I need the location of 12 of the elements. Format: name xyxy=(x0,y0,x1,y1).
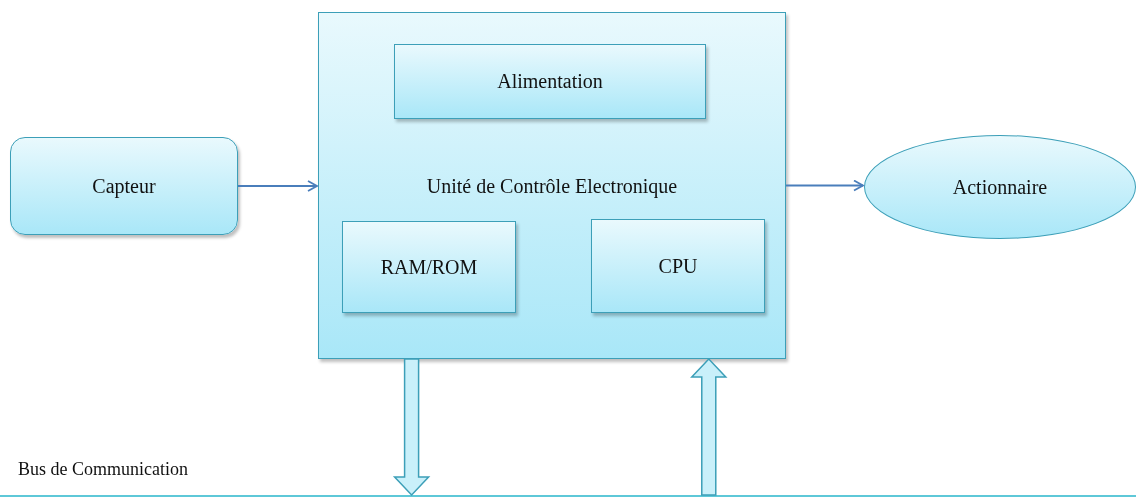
arrow xyxy=(785,179,864,192)
module-box: RAM/ROM xyxy=(342,221,516,313)
block-arrow xyxy=(392,358,431,497)
module-box: Alimentation xyxy=(394,44,706,119)
arrow xyxy=(237,180,318,192)
unit-title: Unité de Contrôle Electronique xyxy=(425,175,679,198)
block-arrow xyxy=(690,357,728,496)
module-box: CPU xyxy=(591,219,765,313)
control-unit-box xyxy=(318,12,786,359)
sensor-box: Capteur xyxy=(10,137,238,235)
actuator-ellipse: Actionnaire xyxy=(864,135,1136,239)
bus-label: Bus de Communication xyxy=(18,459,188,480)
